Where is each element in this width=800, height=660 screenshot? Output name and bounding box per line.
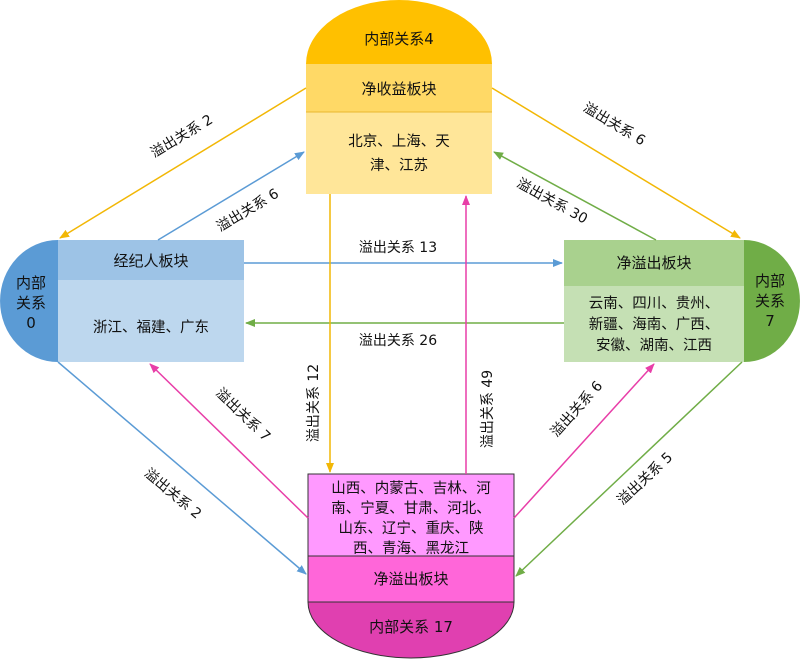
right-block-body [564, 286, 744, 362]
arrow-left-to-top [157, 151, 305, 241]
label-top-to-left: 溢出关系 2 [148, 112, 216, 161]
left-block-cap-text-1: 内部 [16, 274, 46, 292]
left-block-header-text: 经纪人板块 [113, 252, 188, 270]
label-left-to-bottom: 溢出关系 2 [141, 466, 204, 523]
bottom-block-members-line-3: 山东、辽宁、重庆、陕 [339, 520, 484, 537]
left-block: 内部 关系 0 经纪人板块 浙江、福建、广东 [0, 240, 244, 362]
bottom-block-cap-text: 内部关系 17 [369, 618, 453, 636]
right-block-members-line-1: 云南、四川、贵州、 [589, 295, 720, 312]
bottom-block-header-text: 净溢出板块 [373, 570, 448, 588]
label-left-to-right: 溢出关系 13 [359, 240, 437, 256]
bottom-block-body [308, 474, 514, 556]
top-block-body [306, 112, 492, 194]
right-block-members-line-3: 安徽、湖南、江西 [596, 337, 712, 354]
arrow-bottom-to-right [513, 363, 655, 519]
right-block-cap [744, 240, 800, 362]
arrow-top-to-left [59, 87, 307, 239]
label-bottom-to-top: 溢出关系 49 [480, 370, 496, 448]
top-block-header-text: 净收益板块 [361, 80, 436, 98]
left-block-cap-text-2: 关系 [16, 294, 46, 312]
label-bottom-to-right: 溢出关系 6 [548, 378, 606, 440]
left-block-body [58, 280, 244, 362]
bottom-block: 山西、内蒙古、吉林、河 南、宁夏、甘肃、河北、 山东、辽宁、重庆、陕 西、青海、… [307, 473, 515, 659]
right-block-header [564, 240, 744, 286]
label-right-to-left: 溢出关系 26 [359, 333, 437, 349]
top-block-members-line-2: 津、江苏 [370, 157, 428, 174]
right-block: 净溢出板块 云南、四川、贵州、 新疆、海南、广西、 安徽、湖南、江西 内部 关系… [564, 240, 800, 362]
top-block-cap-text: 内部关系4 [364, 30, 434, 48]
right-block-members-line-2: 新疆、海南、广西、 [589, 316, 720, 333]
arrows [57, 87, 743, 577]
bottom-block-header [308, 556, 514, 602]
label-bottom-to-left: 溢出关系 7 [212, 385, 273, 445]
arrow-left-to-bottom [57, 361, 307, 575]
label-left-to-top: 溢出关系 6 [214, 186, 282, 235]
arrow-top-to-right [491, 87, 741, 239]
arrow-right-to-top [493, 151, 657, 241]
left-block-cap-text-3: 0 [26, 314, 36, 332]
bottom-block-members-line-4: 西、青海、黑龙江 [353, 540, 469, 557]
top-block-header [306, 64, 492, 112]
left-block-cap [0, 240, 58, 362]
label-top-to-right: 溢出关系 6 [580, 100, 648, 149]
top-block-members-line-1: 北京、上海、天 [348, 133, 450, 150]
bottom-block-members-line-2: 南、宁夏、甘肃、河北、 [331, 500, 491, 517]
left-block-header [58, 240, 244, 280]
top-block-cap [306, 0, 492, 64]
top-block: 内部关系4 净收益板块 北京、上海、天 津、江苏 [306, 0, 492, 194]
bottom-block-members-line-1: 山西、内蒙古、吉林、河 [331, 480, 491, 497]
left-block-members-line-1: 浙江、福建、广东 [93, 319, 209, 336]
right-block-header-text: 净溢出板块 [616, 254, 691, 272]
label-right-to-bottom: 溢出关系 5 [614, 450, 676, 509]
bottom-block-cap [308, 602, 514, 658]
right-block-cap-text-3: 7 [765, 312, 775, 330]
arrow-right-to-bottom [515, 361, 743, 577]
arrow-bottom-to-left [149, 363, 309, 519]
label-top-to-bottom: 溢出关系 12 [306, 364, 322, 442]
right-block-cap-text-1: 内部 [755, 272, 785, 290]
right-block-cap-text-2: 关系 [755, 292, 785, 310]
